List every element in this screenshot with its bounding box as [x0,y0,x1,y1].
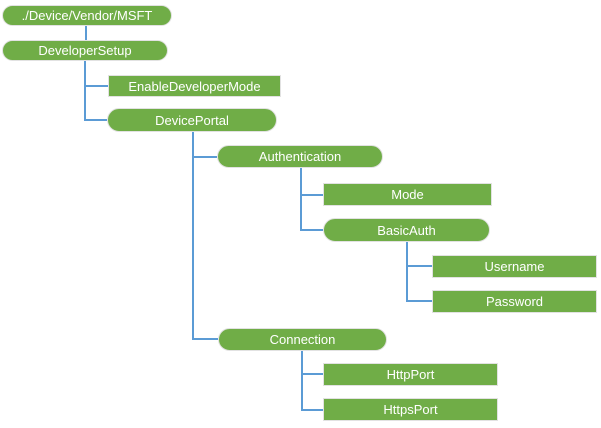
connector-authentication-to-children [300,168,323,231]
node-authentication: Authentication [217,145,383,168]
connector-basicauth-to-children [406,242,432,302]
node-https-port: HttpsPort [323,398,498,421]
node-enable-developer-mode: EnableDeveloperMode [108,75,281,97]
node-password: Password [432,290,597,313]
node-device-portal: DevicePortal [107,108,277,132]
node-connection: Connection [218,328,387,351]
connector-deviceportal-to-children [192,132,218,340]
connector-connection-to-children [301,350,323,411]
node-mode: Mode [323,183,492,206]
node-username: Username [432,255,597,278]
node-developer-setup: DeveloperSetup [2,40,168,61]
node-basic-auth: BasicAuth [323,218,490,242]
node-http-port: HttpPort [323,363,498,386]
connector-developersetup-to-children [84,61,108,121]
node-root: ./Device/Vendor/MSFT [2,5,172,26]
